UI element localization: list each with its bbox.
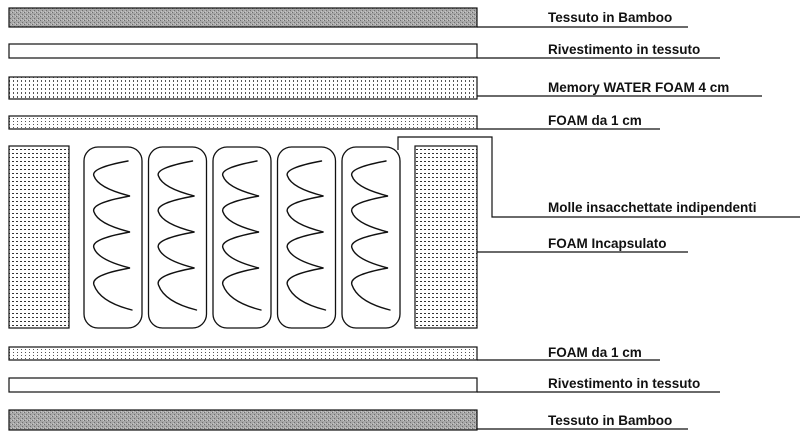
spring-coil [350, 160, 391, 311]
layer-bottom-bamboo: Tessuto in Bamboo [8, 409, 688, 431]
spring-pocket [212, 146, 272, 329]
label-encapsulated-foam: FOAM Incapsulato [548, 236, 667, 251]
spring-coil [221, 160, 262, 311]
layer-memory-foam: Memory WATER FOAM 4 cm [8, 76, 762, 100]
spring-coil [286, 160, 327, 311]
spring-coil [92, 160, 133, 311]
layer-bottom-cover: Rivestimento in tessuto [8, 376, 720, 393]
spring-pocket [276, 146, 337, 329]
springs-callout: Molle insacchettate indipendenti [397, 136, 800, 218]
layer-encapsulated-foam: FOAM Incapsulato [8, 145, 688, 329]
label-springs: Molle insacchettate indipendenti [548, 200, 757, 215]
label-top-foam: FOAM da 1 cm [548, 113, 642, 128]
label-bottom-bamboo: Tessuto in Bamboo [548, 413, 672, 428]
pocket-springs [83, 146, 401, 329]
spring-coil [157, 160, 198, 311]
layer-bottom-foam: FOAM da 1 cm [8, 345, 660, 361]
label-top-bamboo: Tessuto in Bamboo [548, 10, 672, 25]
label-bottom-cover: Rivestimento in tessuto [548, 376, 700, 391]
label-memory-foam: Memory WATER FOAM 4 cm [548, 80, 729, 95]
layer-top-foam: FOAM da 1 cm [8, 113, 660, 130]
label-top-cover: Rivestimento in tessuto [548, 42, 700, 57]
layer-top-cover: Rivestimento in tessuto [8, 42, 720, 59]
spring-pocket [83, 146, 143, 329]
spring-pocket [341, 146, 401, 329]
layer-top-bamboo: Tessuto in Bamboo [8, 7, 688, 28]
label-bottom-foam: FOAM da 1 cm [548, 345, 642, 360]
spring-pocket [147, 146, 208, 329]
